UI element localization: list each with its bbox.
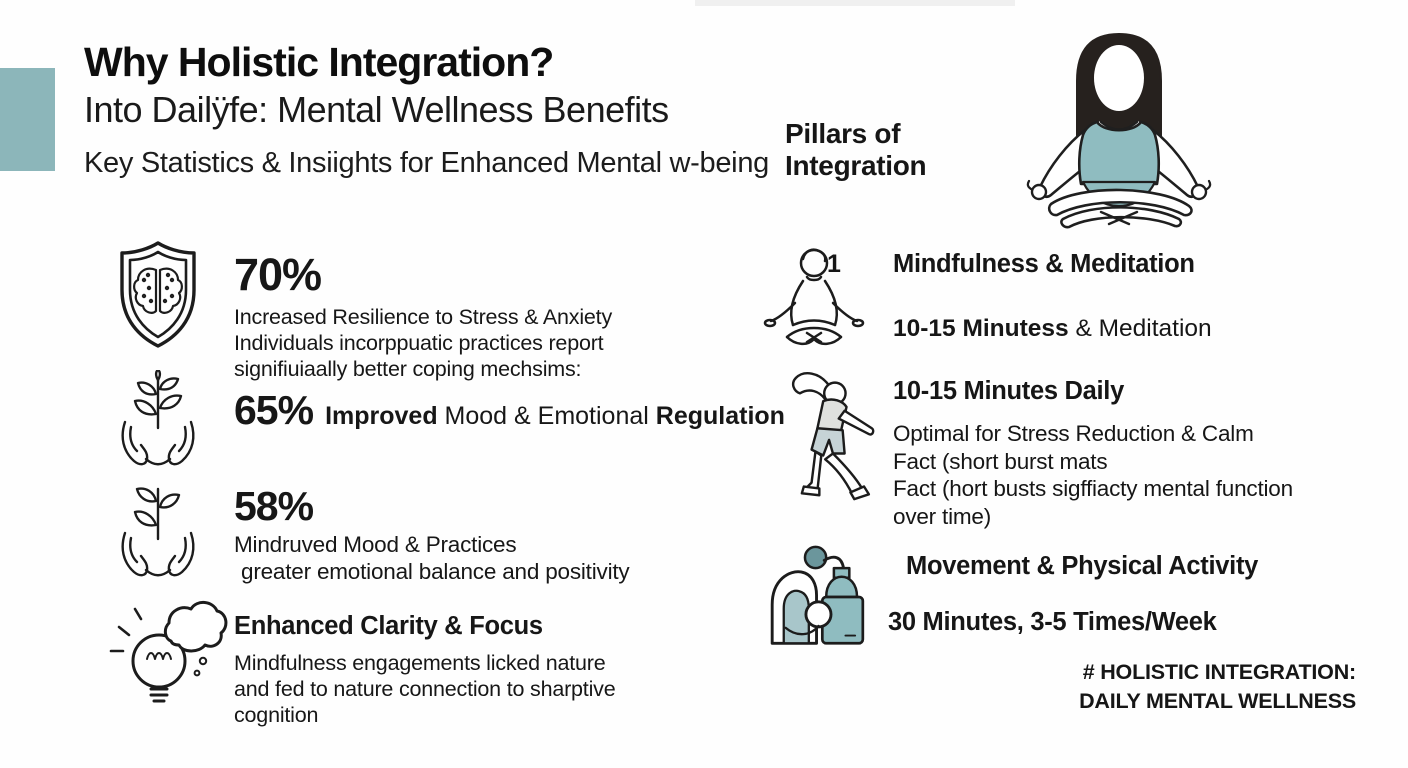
top-edge-artifact bbox=[695, 0, 1015, 6]
meditating-woman-illustration bbox=[993, 26, 1245, 234]
stat-title: Enhanced Clarity & Focus bbox=[234, 612, 543, 640]
stat-value: 70% bbox=[234, 249, 322, 300]
pillar2-details: Optimal for Stress Reduction & Calm Fact… bbox=[893, 420, 1293, 530]
pillar3-title: Movement & Physical Activity bbox=[906, 552, 1259, 580]
pillars-heading-line2: Integration bbox=[785, 150, 927, 182]
hashtag-line2: DAILY MENTAL WELLNESS bbox=[1079, 689, 1356, 714]
pillar2-line: Fact (hort busts sigffiacty mental funct… bbox=[893, 476, 1293, 501]
stat-line: signifiuiaally better coping mechsims: bbox=[234, 357, 582, 381]
pillar2-line: Fact (short burst mats bbox=[893, 448, 1108, 474]
accent-square bbox=[0, 68, 55, 171]
stat-line: Mindruved Mood & Practices bbox=[234, 532, 517, 557]
stat-value: 65% bbox=[234, 387, 314, 433]
stat-line: Increased Resilience to Stress & Anxiety bbox=[234, 305, 612, 329]
stat-line: Individuals incorppuatic practices repor… bbox=[234, 331, 604, 355]
pillar2-line: over time) bbox=[893, 503, 992, 529]
stat-line: greater emotional balance and positivity bbox=[241, 559, 630, 584]
stat-value: 58% bbox=[234, 483, 314, 529]
header: Why Holistic Integration? Into Dailÿfe: … bbox=[84, 40, 784, 180]
pillar2-line: Optimal for Stress Reduction & Calm bbox=[893, 421, 1254, 446]
stat-resilience: 70% Increased Resilience to Stress & Anx… bbox=[234, 252, 612, 382]
hashtag-line1: # HOLISTIC INTEGRATION: bbox=[1082, 660, 1357, 684]
person-with-bottle-icon bbox=[760, 543, 875, 651]
stat-line: and fed to nature connection to sharptiv… bbox=[234, 677, 616, 701]
stat-line: Mindfulness engagements licked nature bbox=[234, 651, 606, 675]
hands-plant-icon bbox=[110, 370, 206, 470]
pillar3-subtitle: 30 Minutes, 3-5 Times/Week bbox=[888, 608, 1217, 636]
hands-plant-icon bbox=[110, 480, 206, 582]
page-title: Why Holistic Integration? bbox=[84, 39, 554, 85]
stat-balance: 58% Mindruved Mood & Practices greater e… bbox=[234, 486, 630, 585]
pillar2-title: 10-15 Minutes Daily bbox=[893, 377, 1124, 405]
stat-line: cognition bbox=[234, 703, 319, 727]
stat-label: Improved Mood & Emotional Regulation bbox=[325, 402, 785, 430]
pillar1-subtitle: 10-15 Minutess & Meditation bbox=[893, 315, 1212, 342]
footer-hashtag: # HOLISTIC INTEGRATION: DAILY MENTAL WEL… bbox=[926, 658, 1356, 716]
page-subtitle: Into Dailÿfe: Mental Wellness Benefits bbox=[84, 89, 669, 131]
meditating-person-icon bbox=[763, 243, 865, 361]
pillars-heading: Pillars of Integration bbox=[785, 118, 927, 182]
stretching-person-icon bbox=[776, 370, 886, 504]
pillar-number: 1 bbox=[827, 250, 841, 278]
pillars-heading-line1: Pillars of bbox=[785, 118, 901, 149]
stat-mood: 65% Improved Mood & Emotional Regulation bbox=[234, 390, 785, 431]
pillar1-title: Mindfulness & Meditation bbox=[893, 250, 1195, 278]
stat-clarity: Enhanced Clarity & Focus Mindfulness eng… bbox=[234, 612, 616, 728]
brain-shield-icon bbox=[110, 238, 206, 350]
page-tagline: Key Statistics & Insiights for Enhanced … bbox=[84, 146, 769, 179]
lightbulb-idea-icon bbox=[105, 597, 233, 711]
